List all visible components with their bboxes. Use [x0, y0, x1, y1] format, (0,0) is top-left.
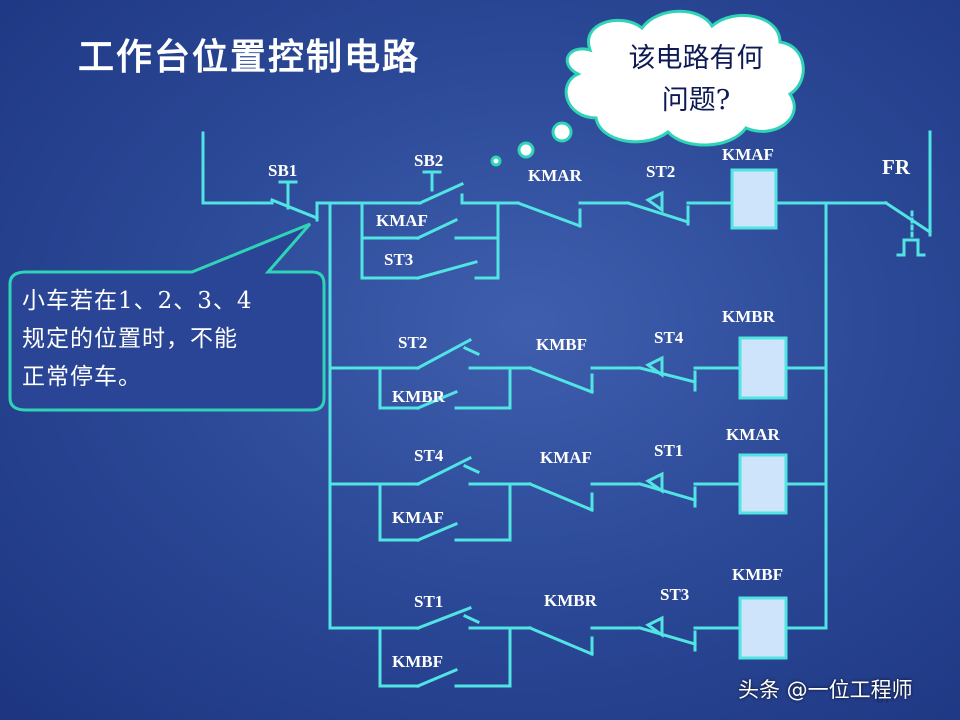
label-sb2: SB2 [414, 151, 444, 170]
r2-interlock-contact [528, 366, 594, 394]
label-coil-2: KMBR [722, 307, 775, 326]
thought-dot-large [551, 121, 573, 143]
callout-line-2: 规定的位置时，不能 [22, 326, 238, 352]
r3-hold-contact [416, 522, 458, 542]
r4-interlock-contact [528, 626, 594, 656]
label-r2-interlock: KMBF [536, 335, 587, 354]
thought-text: 该电路有何 问题? [596, 38, 796, 122]
label-r4-switch: ST1 [414, 592, 444, 611]
coil-4 [738, 596, 788, 660]
thought-cloud [564, 9, 805, 147]
callout-line-1: 小车若在1、2、3、4 [22, 288, 253, 314]
label-r3-switch: ST4 [414, 446, 444, 465]
label-coil-3: KMAR [726, 425, 780, 444]
st2-limit-contact [626, 190, 690, 226]
callout-box [8, 222, 326, 412]
page-number: 67 [876, 690, 892, 706]
r4-switch-contact [416, 606, 472, 630]
label-coil-4: KMBF [732, 565, 783, 584]
label-r3-hold: KMAF [392, 508, 444, 527]
label-kmaf-hold: KMAF [376, 211, 428, 230]
r2-hold-contact [416, 390, 458, 410]
thought-line-2: 问题? [661, 85, 731, 116]
st3-top-contact [416, 260, 478, 280]
callout-text: 小车若在1、2、3、4 规定的位置时，不能 正常停车。 [22, 282, 318, 396]
kmaf-hold-contact [416, 218, 458, 240]
coil-3 [738, 453, 788, 515]
label-kmar-top: KMAR [528, 166, 582, 185]
thought-dot-medium [517, 141, 535, 159]
label-fr: FR [882, 155, 910, 179]
r3-switch-contact [415, 455, 473, 487]
label-r2-switch: ST2 [398, 333, 428, 352]
label-coil-1: KMAF [722, 145, 774, 164]
thought-bubble [490, 9, 805, 167]
r3-limit-contact [638, 471, 697, 508]
page-title: 工作台位置控制电路 [78, 36, 421, 78]
label-r3-interlock: KMAF [540, 448, 592, 467]
sb1-stop-button [270, 180, 319, 222]
label-r4-interlock: KMBR [544, 591, 597, 610]
watermark: 头条 @一位工程师 [738, 678, 913, 702]
sb2-start-button [418, 170, 464, 205]
label-r3-limit: ST1 [654, 441, 684, 460]
label-r4-hold: KMBF [392, 652, 443, 671]
fr-thermal-relay [860, 130, 933, 257]
r2-limit-contact [638, 355, 697, 392]
kmar-interlock-contact [516, 201, 582, 228]
thought-line-1: 该电路有何 [628, 43, 764, 74]
label-r2-hold: KMBR [392, 387, 445, 406]
label-r2-limit: ST4 [654, 328, 684, 347]
r4-hold-contact [416, 668, 458, 688]
callout-line-3: 正常停车。 [22, 364, 142, 390]
label-r4-limit: ST3 [660, 585, 690, 604]
label-st3-top: ST3 [384, 250, 414, 269]
label-sb1: SB1 [268, 161, 298, 180]
r3-interlock-contact [528, 482, 594, 512]
r2-switch-contact [415, 337, 473, 371]
coil-2 [738, 336, 788, 400]
coil-1 [730, 168, 778, 230]
label-st2-top: ST2 [646, 162, 676, 181]
thought-dot-small [490, 155, 502, 167]
r4-limit-contact [638, 615, 697, 652]
